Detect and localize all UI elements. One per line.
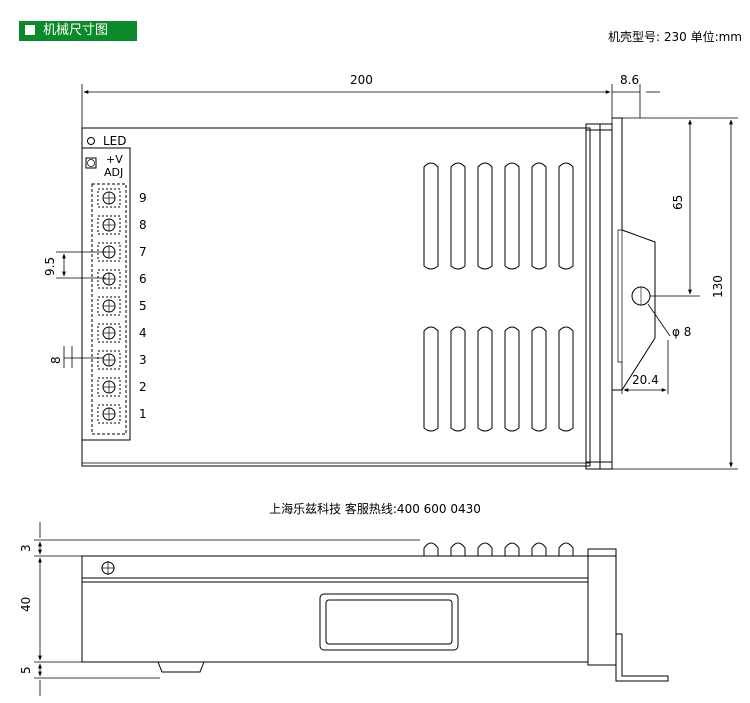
adj-label-plus-v: +V	[106, 153, 123, 166]
top-end-cap	[585, 123, 613, 470]
dim-side-top-label: 3	[19, 544, 33, 552]
terminal-screw-icon	[97, 296, 121, 316]
side-dims	[34, 522, 420, 696]
vent-slots-lower	[423, 326, 574, 432]
terminal-screw-icon	[97, 404, 121, 424]
side-label-window	[319, 593, 459, 651]
vent-slot	[531, 326, 547, 432]
terminal-number-label: 3	[139, 353, 147, 367]
side-end-cap	[587, 548, 617, 666]
dim-flange-label: 8.6	[620, 73, 639, 87]
terminal-screw-icon	[97, 350, 121, 370]
vent-slots-upper	[423, 162, 574, 270]
terminal-numbers: 9 8 7 6 5 4 3 2 1	[139, 191, 147, 421]
mounting-bracket	[612, 117, 656, 391]
section-title: 机械尺寸图	[43, 23, 109, 38]
terminal-number-label: 6	[139, 272, 147, 286]
dim-side-body-label: 40	[19, 597, 33, 612]
vent-slot	[477, 326, 493, 432]
dim-hole-offset-label: 65	[671, 195, 685, 210]
adj-label-adj: ADJ	[104, 166, 123, 179]
vent-bump	[477, 542, 493, 556]
vent-slot	[423, 162, 439, 270]
dim-bracket-label: 20.4	[632, 373, 659, 387]
vent-slot	[531, 162, 547, 270]
top-chassis-outline	[81, 127, 591, 467]
vent-bump	[423, 542, 439, 556]
vent-slot	[504, 162, 520, 270]
terminal-number-label: 4	[139, 326, 147, 340]
section-title-badge: 机械尺寸图	[19, 21, 137, 41]
vent-bump	[558, 542, 574, 556]
vent-slot	[423, 326, 439, 432]
dim-height-label: 130	[711, 275, 725, 298]
terminal-screw-icon	[97, 188, 121, 208]
led-indicator-icon	[87, 137, 95, 145]
vent-slot	[450, 162, 466, 270]
dim-length-label: 200	[350, 73, 373, 87]
led-label: LED	[103, 134, 127, 148]
side-view	[81, 542, 669, 682]
terminal-number-label: 2	[139, 380, 147, 394]
model-label: 机壳型号: 230 单位:mm	[608, 30, 742, 44]
vent-slot	[450, 326, 466, 432]
terminal-number-label: 1	[139, 407, 147, 421]
terminal-screw-icon	[97, 269, 121, 289]
dim-length	[56, 84, 738, 470]
side-bracket-foot	[615, 633, 669, 682]
dim-terminal-width-label: 8	[49, 356, 63, 364]
terminal-strip	[91, 183, 127, 435]
vent-slot	[558, 326, 574, 432]
square-bullet-icon	[25, 25, 35, 35]
terminal-number-label: 9	[139, 191, 147, 205]
vent-slot	[558, 162, 574, 270]
adj-potentiometer	[85, 157, 97, 169]
terminal-screw-icon	[97, 377, 121, 397]
vent-slot	[504, 326, 520, 432]
vent-bump	[450, 542, 466, 556]
top-view	[81, 117, 656, 470]
side-chassis-outline	[81, 555, 589, 663]
terminal-screw-icon	[97, 215, 121, 235]
side-vent-bumps	[423, 542, 574, 556]
vent-slot	[477, 162, 493, 270]
vent-bump	[531, 542, 547, 556]
company-hotline: 上海乐兹科技 客服热线:400 600 0430	[269, 502, 481, 516]
vent-bump	[504, 542, 520, 556]
terminal-number-label: 5	[139, 299, 147, 313]
terminal-number-label: 7	[139, 245, 147, 259]
terminal-screws	[97, 188, 121, 424]
dim-pitch-label: 9.5	[43, 257, 57, 276]
dim-side-bottom-label: 5	[19, 666, 33, 674]
terminal-number-label: 8	[139, 218, 147, 232]
dim-hole-diameter-label: φ 8	[672, 325, 691, 339]
terminal-screw-icon	[97, 323, 121, 343]
terminal-block-outline	[81, 147, 131, 441]
